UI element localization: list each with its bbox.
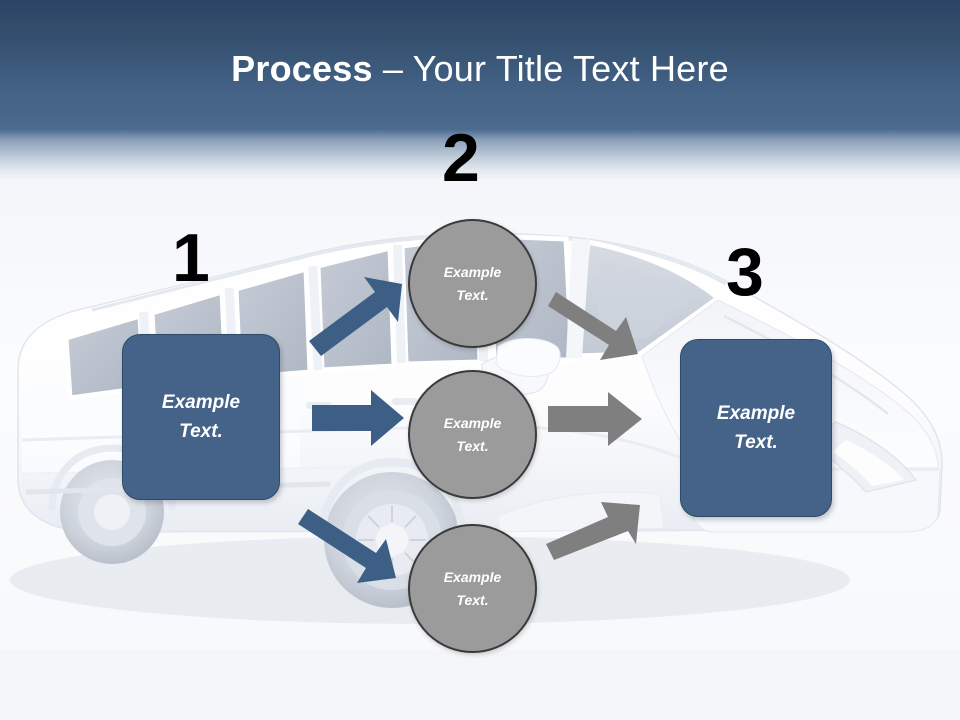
slide-header-fade	[0, 129, 960, 181]
step-number-3: 3	[726, 234, 764, 310]
step-number-1: 1	[172, 220, 210, 296]
process-box-right[interactable]: Example Text.	[680, 339, 832, 517]
process-circle-1[interactable]: Example Text.	[408, 219, 537, 348]
slide-background-bottom	[0, 650, 960, 720]
step-number-2: 2	[442, 120, 480, 196]
process-circle-3-line1: Example	[443, 569, 502, 586]
process-box-right-line1: Example	[716, 402, 796, 424]
process-circle-2-line1: Example	[443, 415, 502, 432]
page-title-bold: Process	[231, 48, 373, 89]
slide-header-band	[0, 0, 960, 130]
page-title: Process – Your Title Text Here	[0, 48, 960, 90]
page-title-rest: – Your Title Text Here	[372, 48, 729, 89]
process-circle-1-line1: Example	[443, 264, 502, 281]
process-box-left-line1: Example	[161, 391, 241, 413]
process-circle-3[interactable]: Example Text.	[408, 524, 537, 653]
process-box-right-line2: Text.	[734, 432, 778, 453]
process-circle-1-line2: Text.	[456, 286, 489, 303]
process-circle-2[interactable]: Example Text.	[408, 370, 537, 499]
process-circle-2-line2: Text.	[456, 437, 489, 454]
process-circle-3-line2: Text.	[456, 591, 489, 608]
process-box-left-line2: Text.	[179, 421, 223, 442]
process-box-left[interactable]: Example Text.	[122, 334, 280, 500]
